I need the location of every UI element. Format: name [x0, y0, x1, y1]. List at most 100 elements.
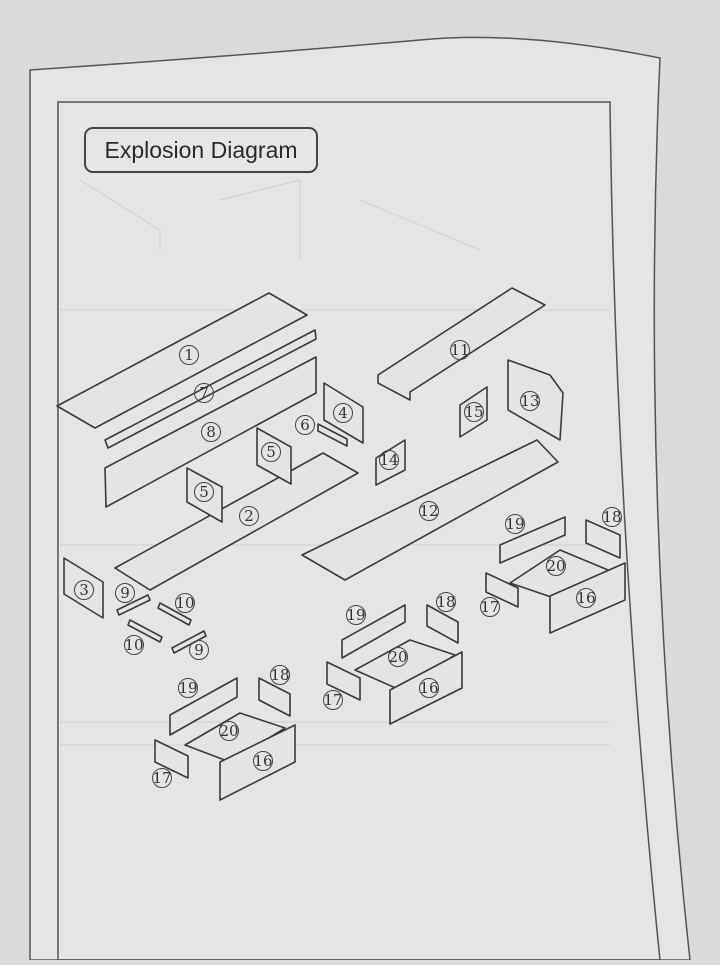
label-circle: [261, 442, 281, 462]
label-circle: [179, 345, 199, 365]
label-circle: [270, 665, 290, 685]
part-number-label: 9: [120, 584, 130, 602]
part-number-label: 8: [206, 423, 216, 441]
part-20c: [184, 712, 286, 763]
part-10a: [157, 602, 192, 626]
label-circle: [115, 583, 135, 603]
label-circle: [201, 422, 221, 442]
part-number-label: 1: [184, 346, 194, 364]
part-number-label: 5: [199, 483, 209, 501]
part-16a: [549, 562, 626, 634]
part-18b: [426, 604, 459, 644]
part-number-label: 13: [520, 392, 539, 410]
part-5a: [186, 467, 223, 523]
part-number-label: 17: [323, 691, 342, 709]
part-17a: [485, 572, 519, 608]
label-circle: [175, 593, 195, 613]
part-number-label: 19: [178, 679, 197, 697]
part-number-label: 12: [419, 502, 438, 520]
part-16c: [219, 724, 296, 801]
label-circle: [388, 647, 408, 667]
label-circle: [480, 597, 500, 617]
label-circle: [253, 751, 273, 771]
label-circle: [194, 482, 214, 502]
part-number-label: 6: [300, 416, 310, 434]
part-number-label: 20: [546, 557, 565, 575]
page-outer-border: [29, 36, 691, 961]
part-19c: [169, 677, 238, 736]
label-circle: [219, 721, 239, 741]
part-number-label: 17: [152, 769, 171, 787]
part-number-label: 15: [464, 403, 483, 421]
part-labels: 1234556789910101112131415161718192016171…: [74, 340, 622, 788]
label-circle: [379, 450, 399, 470]
label-circle: [464, 402, 484, 422]
part-number-label: 4: [338, 404, 348, 422]
label-circle: [346, 605, 366, 625]
part-16b: [389, 651, 463, 725]
part-1: [56, 292, 308, 429]
label-circle: [333, 403, 353, 423]
part-number-label: 18: [602, 508, 621, 526]
part-number-label: 16: [253, 752, 272, 770]
part-10b: [127, 619, 163, 643]
part-5b: [256, 427, 292, 485]
part-6: [317, 423, 348, 447]
part-19b: [341, 604, 406, 659]
label-circle: [239, 506, 259, 526]
label-circle: [520, 391, 540, 411]
label-circle: [505, 514, 525, 534]
part-number-label: 16: [419, 679, 438, 697]
label-circle: [295, 415, 315, 435]
part-number-label: 17: [480, 598, 499, 616]
part-number-label: 9: [194, 641, 204, 659]
label-circle: [194, 383, 214, 403]
part-8: [104, 356, 317, 508]
part-18a: [585, 519, 621, 559]
label-circle: [436, 592, 456, 612]
part-7: [104, 329, 317, 449]
part-number-label: 18: [436, 593, 455, 611]
part-number-label: 19: [346, 606, 365, 624]
label-circle: [152, 768, 172, 788]
part-number-label: 2: [244, 507, 254, 525]
label-circle: [419, 678, 439, 698]
part-11: [377, 287, 546, 401]
label-circle: [546, 556, 566, 576]
part-4: [323, 382, 364, 444]
page-inner-border: [57, 101, 661, 961]
part-13: [507, 359, 564, 441]
part-18c: [258, 677, 291, 717]
part-9b: [171, 630, 207, 654]
part-19a: [499, 516, 566, 564]
label-circle: [124, 635, 144, 655]
part-number-label: 20: [388, 648, 407, 666]
label-circle: [74, 580, 94, 600]
page-title: Explosion Diagram: [84, 127, 318, 173]
label-circle: [178, 678, 198, 698]
part-2: [114, 452, 359, 591]
label-circle: [189, 640, 209, 660]
label-circle: [450, 340, 470, 360]
part-number-label: 10: [124, 636, 143, 654]
label-circle: [576, 588, 596, 608]
part-number-label: 18: [270, 666, 289, 684]
part-15: [459, 386, 488, 438]
part-14: [375, 439, 406, 486]
part-number-label: 7: [199, 384, 209, 402]
part-17b: [326, 661, 361, 701]
part-3: [63, 557, 104, 619]
part-number-label: 14: [379, 451, 398, 469]
part-9a: [116, 594, 151, 616]
part-number-label: 5: [266, 443, 276, 461]
part-number-label: 3: [79, 581, 89, 599]
label-circle: [323, 690, 343, 710]
part-12: [301, 439, 559, 581]
part-number-label: 16: [576, 589, 595, 607]
part-number-label: 11: [450, 341, 469, 359]
part-shapes: [56, 287, 626, 801]
label-circle: [419, 501, 439, 521]
part-17c: [154, 739, 189, 779]
